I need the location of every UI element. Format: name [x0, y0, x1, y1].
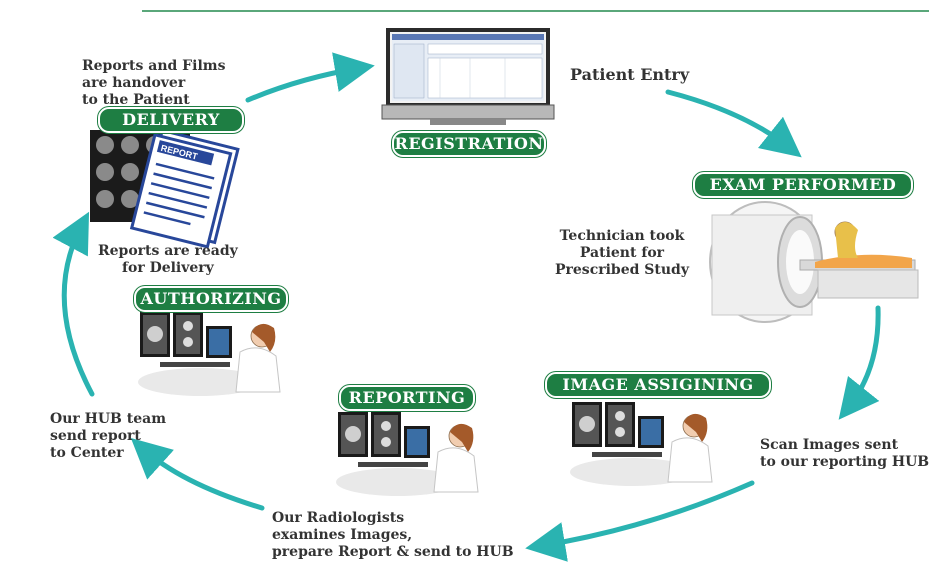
arrow-assigning-to-reporting: [525, 480, 755, 562]
films-and-report-icon: REPORT: [90, 128, 240, 249]
hub-team-caption: Our HUB team send report to Center: [50, 411, 167, 461]
stage-exam-label: EXAM PERFORMED: [693, 172, 913, 198]
ready-for-delivery-caption: Reports are ready for Delivery: [98, 243, 238, 276]
stage-image-assigning-label: IMAGE ASSIGINING: [545, 372, 771, 398]
arrow-delivery-to-registration: [245, 52, 375, 103]
top-divider: [0, 10, 929, 12]
patient-entry-caption: Patient Entry: [570, 65, 690, 84]
stage-authorizing-label: AUTHORIZING: [134, 286, 288, 312]
stage-delivery-label: DELIVERY: [98, 107, 244, 133]
registration-computer-icon: [381, 28, 555, 125]
arrow-reporting-to-hub: [130, 437, 265, 511]
arrow-exam-to-assigning: [838, 305, 881, 420]
radiologists-caption: Our Radiologists examines Images, prepar…: [272, 510, 514, 560]
arrow-registration-to-exam: [665, 89, 802, 158]
handover-caption: Reports and Films are handover to the Pa…: [82, 58, 226, 108]
scan-sent-caption: Scan Images sent to our reporting HUB: [760, 437, 929, 470]
stage-reporting-label: REPORTING: [339, 385, 475, 411]
mri-scanner-icon: [709, 201, 919, 323]
stage-registration-label: REGISTRATION: [392, 131, 546, 157]
technician-caption: Technician took Patient for Prescribed S…: [555, 228, 689, 278]
arrow-hub-to-delivery: [52, 211, 95, 397]
